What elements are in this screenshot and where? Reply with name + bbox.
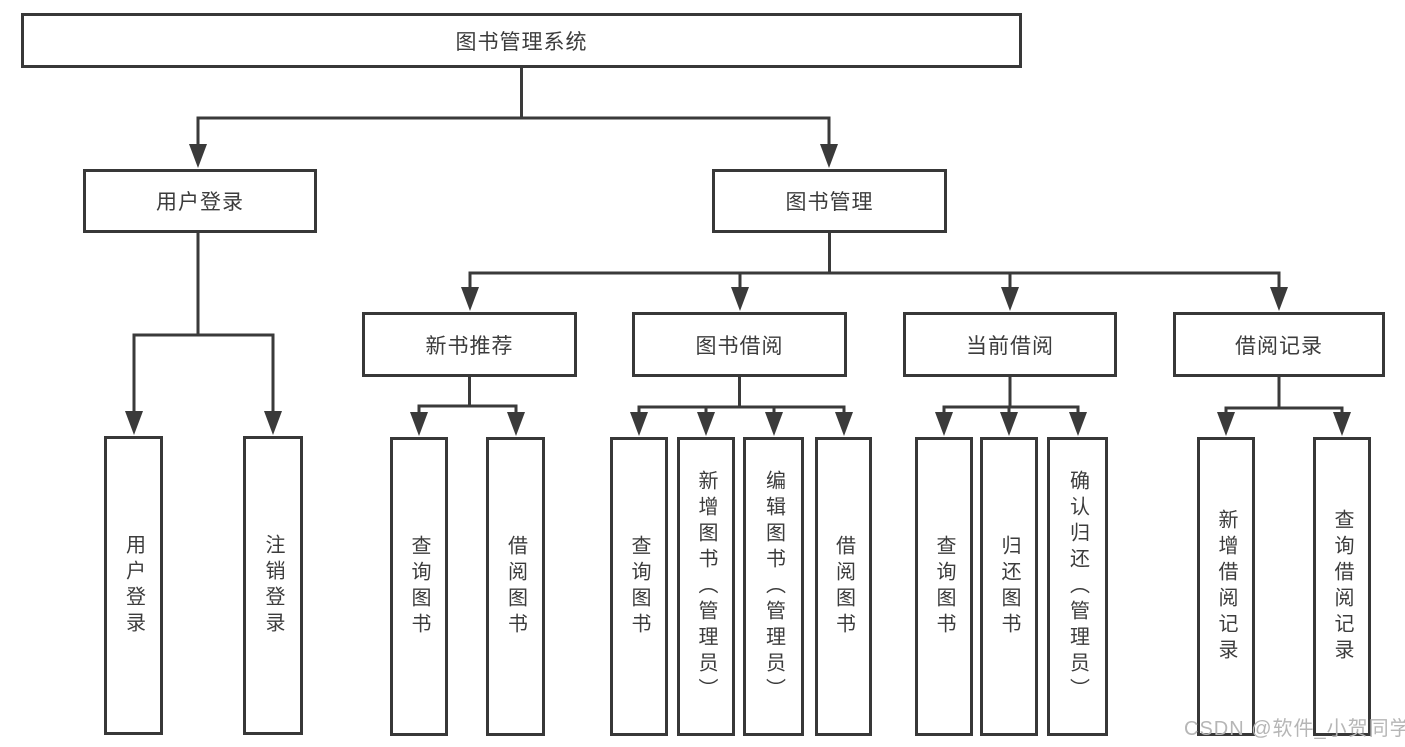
arrowheads [125,144,1351,436]
node-book-management: 图书管理 [712,169,947,233]
leaf-br-add-record: 新增借阅记录 [1197,437,1255,736]
node-current-borrow: 当前借阅 [903,312,1117,377]
leaf-user-login: 用户登录 [104,436,163,735]
leaf-bb-edit-books-admin-label: 编辑图书（管理员） [762,469,785,704]
leaf-nbr-borrow-books-label: 借阅图书 [504,534,527,639]
node-book-management-label: 图书管理 [785,191,874,214]
node-book-borrow-label: 图书借阅 [695,334,784,358]
leaf-br-add-record-label: 新增借阅记录 [1215,508,1237,665]
leaf-nbr-query-books-label: 查询图书 [408,534,430,639]
leaf-cb-confirm-return-admin-label: 确认归还（管理员） [1066,469,1089,704]
node-book-borrow: 图书借阅 [632,312,847,377]
leaf-nbr-borrow-books: 借阅图书 [486,437,545,736]
leaf-bb-query-books: 查询图书 [610,437,668,736]
leaf-bb-borrow-books: 借阅图书 [815,437,872,736]
node-borrow-records-label: 借阅记录 [1235,334,1323,358]
leaf-user-login-label: 用户登录 [122,533,145,638]
leaf-logout-login: 注销登录 [243,436,303,735]
leaf-br-query-record-label: 查询借阅记录 [1331,508,1353,665]
csdn-watermark: CSDN @软件_小贺同学 [1184,718,1405,740]
node-user-login: 用户登录 [83,169,317,233]
leaf-bb-add-books-admin: 新增图书（管理员） [677,437,735,736]
node-user-login-label: 用户登录 [156,191,244,214]
leaf-cb-query-books: 查询图书 [915,437,973,736]
leaf-logout-login-label: 注销登录 [262,533,284,638]
leaf-bb-add-books-admin-label: 新增图书（管理员） [695,469,717,704]
node-new-book-recommend-label: 新书推荐 [425,334,514,358]
node-borrow-records: 借阅记录 [1173,312,1385,377]
connector-paths [132,66,1344,417]
leaf-br-query-record: 查询借阅记录 [1313,437,1371,736]
node-root-label: 图书管理系统 [455,30,588,54]
leaf-cb-confirm-return-admin: 确认归还（管理员） [1047,437,1108,736]
leaf-cb-return-books: 归还图书 [980,437,1038,736]
leaf-bb-query-books-label: 查询图书 [628,534,650,639]
node-new-book-recommend: 新书推荐 [362,312,577,377]
leaf-cb-query-books-label: 查询图书 [933,534,955,639]
leaf-bb-borrow-books-label: 借阅图书 [832,534,855,639]
leaf-bb-edit-books-admin: 编辑图书（管理员） [743,437,804,736]
node-current-borrow-label: 当前借阅 [966,334,1054,358]
node-root: 图书管理系统 [21,13,1022,68]
leaf-nbr-query-books: 查询图书 [390,437,448,736]
leaf-cb-return-books-label: 归还图书 [998,534,1020,639]
